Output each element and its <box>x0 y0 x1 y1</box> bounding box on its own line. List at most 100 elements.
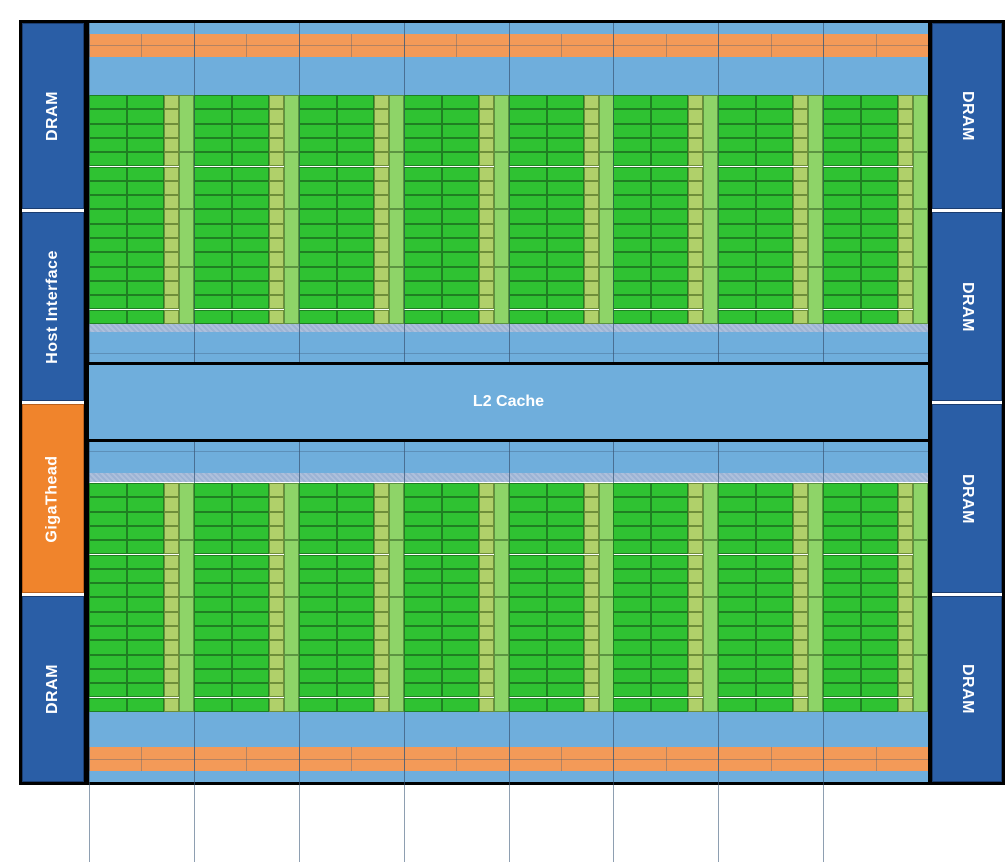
cuda-core <box>823 597 862 612</box>
cuda-core <box>861 540 899 555</box>
cuda-core <box>441 640 479 655</box>
load-store-unit <box>268 266 284 281</box>
special-function-unit <box>808 152 824 210</box>
load-store-unit <box>373 483 389 498</box>
load-store-unit <box>373 180 389 196</box>
load-store-unit <box>583 137 599 153</box>
load-store-unit <box>373 654 389 669</box>
cuda-core <box>613 683 652 698</box>
cuda-core <box>403 223 442 238</box>
cuda-core <box>718 683 757 698</box>
cuda-core <box>403 668 442 684</box>
cuda-core <box>651 180 689 196</box>
load-store-unit <box>583 266 599 281</box>
cuda-core <box>756 195 794 210</box>
load-store-unit <box>583 683 599 698</box>
cuda-core <box>508 511 547 526</box>
cuda-core <box>861 483 899 498</box>
cuda-core <box>651 309 689 324</box>
cuda-core <box>508 280 547 296</box>
cuda-core <box>508 295 547 310</box>
cuda-core <box>336 483 374 498</box>
load-store-unit <box>268 166 284 181</box>
load-store-unit <box>268 640 284 655</box>
cuda-core <box>441 668 479 684</box>
special-function-unit <box>913 654 929 712</box>
scheduler-divider <box>246 747 248 771</box>
cuda-core <box>823 554 862 569</box>
sm-divider <box>193 23 195 95</box>
load-store-unit <box>164 109 179 124</box>
cuda-core <box>613 295 652 310</box>
cuda-core <box>231 223 269 238</box>
cuda-core <box>127 540 164 555</box>
load-store-unit <box>164 252 179 267</box>
right-dram-2: DRAM <box>932 212 1002 401</box>
cuda-core <box>336 209 374 224</box>
load-store-unit <box>164 568 179 584</box>
load-store-unit <box>373 640 389 655</box>
load-store-unit <box>373 511 389 526</box>
cuda-core <box>127 195 164 210</box>
load-store-unit <box>898 195 914 210</box>
cuda-core <box>89 654 127 669</box>
cuda-core <box>193 252 232 267</box>
cuda-core <box>231 152 269 167</box>
cuda-core <box>298 95 337 110</box>
scheduler-band-top <box>89 34 928 57</box>
cuda-core <box>823 525 862 541</box>
load-store-unit <box>478 583 494 598</box>
label: DRAM <box>959 281 976 332</box>
scheduler-divider <box>665 34 667 57</box>
load-store-unit <box>478 166 494 181</box>
load-store-unit <box>688 511 704 526</box>
cuda-core <box>231 497 269 512</box>
cuda-core <box>403 266 442 281</box>
load-store-unit <box>793 137 809 153</box>
cuda-core <box>336 180 374 196</box>
load-store-unit <box>164 95 179 110</box>
sm-divider <box>823 23 825 862</box>
load-store-unit <box>478 252 494 267</box>
special-function-unit <box>808 597 824 655</box>
cuda-core <box>718 137 757 153</box>
cuda-core <box>298 223 337 238</box>
cuda-core <box>651 583 689 598</box>
load-store-unit <box>373 280 389 296</box>
load-store-unit <box>793 266 809 281</box>
cuda-core <box>336 611 374 626</box>
cuda-core <box>231 109 269 124</box>
sm-divider <box>403 23 405 95</box>
cuda-core <box>756 252 794 267</box>
cuda-core <box>613 252 652 267</box>
cuda-core <box>231 654 269 669</box>
cuda-core <box>193 195 232 210</box>
cuda-core <box>613 238 652 253</box>
load-store-unit <box>268 483 284 498</box>
cuda-core <box>193 166 232 181</box>
cuda-core <box>298 252 337 267</box>
label: GigaThead <box>44 454 61 543</box>
cuda-core <box>613 640 652 655</box>
cuda-core <box>193 697 232 712</box>
cuda-core <box>441 295 479 310</box>
cuda-core <box>89 583 127 598</box>
cuda-core <box>651 597 689 612</box>
load-store-unit <box>164 525 179 541</box>
cuda-core <box>651 668 689 684</box>
load-store-unit <box>583 195 599 210</box>
load-store-unit <box>898 697 914 712</box>
scheduler-divider <box>613 34 615 57</box>
cuda-core <box>613 597 652 612</box>
cuda-core <box>718 95 757 110</box>
cuda-core <box>89 597 127 612</box>
cuda-core <box>193 95 232 110</box>
sm-divider <box>613 23 615 862</box>
cuda-core <box>651 611 689 626</box>
load-store-unit <box>478 309 494 324</box>
cuda-core <box>546 497 584 512</box>
cuda-core <box>298 540 337 555</box>
cache-band <box>89 771 928 782</box>
scheduler-divider <box>665 747 667 771</box>
load-store-unit <box>688 611 704 626</box>
